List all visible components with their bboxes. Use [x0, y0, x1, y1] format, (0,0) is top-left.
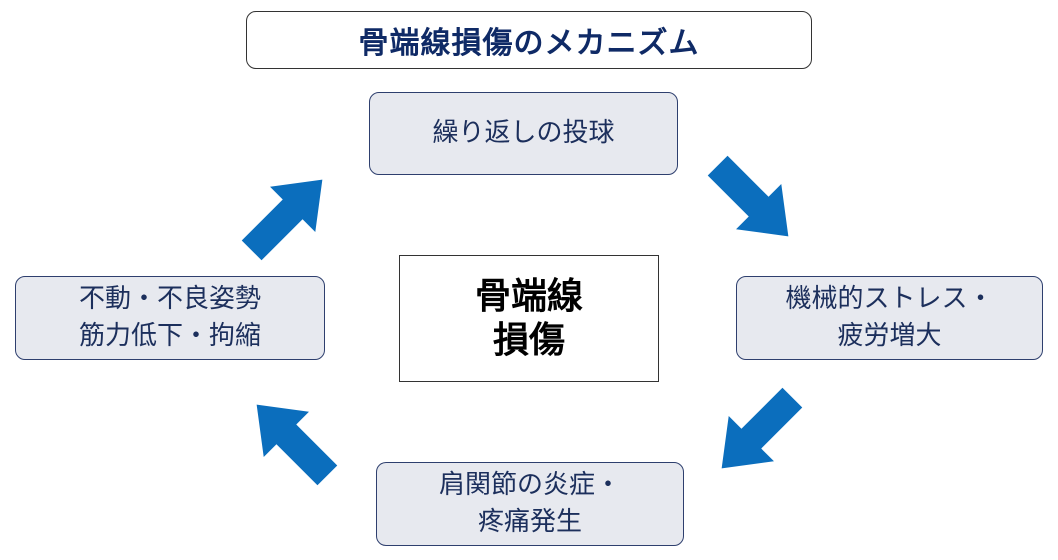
arrow-bottom-left-icon [721, 387, 803, 469]
node-immobility-line-1: 不動・不良姿勢 [78, 284, 261, 314]
arrow-top-right-icon [241, 179, 323, 261]
node-shoulder-inflammation-line-1: 肩関節の炎症・ [438, 470, 621, 500]
node-mechanical-stress: 機械的ストレス・ 疲労増大 [736, 276, 1043, 360]
center-box: 骨端線 損傷 [399, 255, 659, 382]
node-mechanical-stress-line-1: 機械的ストレス・ [785, 284, 994, 314]
node-repeated-pitching-line-1: 繰り返しの投球 [432, 118, 615, 148]
center-label-line-1: 骨端線 [474, 275, 583, 317]
node-immobility: 不動・不良姿勢 筋力低下・拘縮 [15, 276, 325, 360]
title-box: 骨端線損傷のメカニズム [246, 11, 812, 69]
node-immobility-line-2: 筋力低下・拘縮 [78, 321, 261, 351]
node-shoulder-inflammation: 肩関節の炎症・ 疼痛発生 [376, 462, 684, 546]
diagram-title: 骨端線損傷のメカニズム [358, 26, 700, 61]
arrow-bottom-right-icon [707, 155, 789, 237]
arrow-top-left-icon [256, 404, 338, 486]
center-label-line-2: 損傷 [492, 319, 565, 361]
node-mechanical-stress-line-2: 疲労増大 [837, 321, 942, 351]
node-repeated-pitching: 繰り返しの投球 [369, 92, 678, 175]
node-shoulder-inflammation-line-2: 疼痛発生 [477, 507, 582, 537]
